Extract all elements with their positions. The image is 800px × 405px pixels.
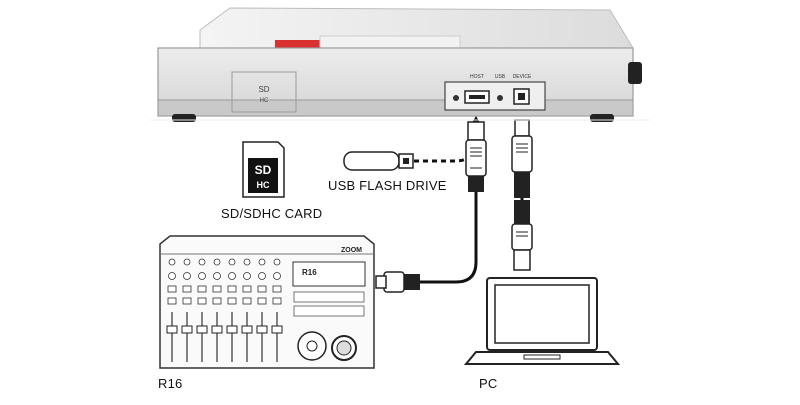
sd-card-logo-bottom: HC [257, 180, 270, 190]
r16-button [227, 297, 237, 305]
r16-fader-cap [211, 325, 223, 334]
recorder-device: SD HC HOST USB DEVICE [157, 7, 642, 122]
r16-knob [228, 272, 236, 280]
r16-button [212, 285, 222, 293]
r16-button [242, 297, 252, 305]
r16-recorder-mixer: R16 ZOOM [159, 235, 375, 369]
r16-button [227, 285, 237, 293]
r16-button [167, 285, 177, 293]
usb-a-connector-top [465, 121, 487, 192]
r16-knob [213, 272, 221, 280]
r16-caption: R16 [158, 376, 183, 391]
r16-fader-cap [226, 325, 238, 334]
r16-knob [243, 258, 251, 266]
device-sd-logo-top: SD [258, 85, 269, 94]
r16-knob [258, 258, 266, 266]
r16-knob [273, 258, 281, 266]
device-foot-left [172, 114, 196, 122]
port-label-usb: USB [495, 74, 506, 80]
r16-button [197, 285, 207, 293]
r16-button [167, 297, 177, 305]
laptop-pc [463, 277, 621, 365]
r16-knob [198, 258, 206, 266]
r16-fader-cap [271, 325, 283, 334]
r16-fader-cap [181, 325, 193, 334]
sd-card-caption: SD/SDHC CARD [221, 206, 323, 221]
host-cable [420, 192, 478, 284]
usb-b-connector-top [511, 119, 533, 198]
r16-knob [168, 272, 176, 280]
r16-button [212, 297, 222, 305]
sd-card: SD HC [242, 141, 285, 198]
r16-button [272, 285, 282, 293]
r16-fader-cap [256, 325, 268, 334]
sd-card-logo-top: SD [255, 163, 272, 177]
r16-button [242, 285, 252, 293]
r16-knob [273, 272, 281, 280]
r16-knob [243, 272, 251, 280]
r16-knob [228, 258, 236, 266]
sd-slot-cover [231, 71, 297, 113]
r16-fader-cap [166, 325, 178, 334]
port-label-device: DEVICE [513, 74, 532, 80]
r16-knob [183, 272, 191, 280]
r16-button [257, 285, 267, 293]
usb-port-panel [444, 81, 546, 111]
r16-knob [168, 258, 176, 266]
r16-button [197, 297, 207, 305]
r16-brand-label: ZOOM [341, 247, 362, 254]
usb-mini-connector-r16 [375, 271, 420, 293]
usb-flash-drive [343, 151, 414, 171]
pc-caption: PC [479, 376, 498, 391]
r16-display-area [292, 261, 366, 287]
sd-card-label [248, 158, 278, 193]
device-foot-right [590, 114, 614, 122]
r16-button [272, 297, 282, 305]
r16-knob [213, 258, 221, 266]
laptop-screen [494, 284, 590, 344]
port-screw-left [453, 95, 459, 101]
r16-knob [183, 258, 191, 266]
usb-a-connector-pc [511, 200, 533, 271]
r16-button [182, 285, 192, 293]
device-sd-logo-bottom: HC [260, 98, 269, 104]
usb-flash-drive-caption: USB FLASH DRIVE [328, 178, 447, 193]
side-knob [628, 62, 642, 84]
r16-fader-cap [241, 325, 253, 334]
r16-button [182, 297, 192, 305]
r16-knob [198, 272, 206, 280]
port-label-host: HOST [470, 74, 484, 80]
port-screw-mid [497, 95, 503, 101]
r16-fader-cap [196, 325, 208, 334]
r16-model-label: R16 [302, 268, 317, 277]
r16-knob [258, 272, 266, 280]
r16-button [257, 297, 267, 305]
